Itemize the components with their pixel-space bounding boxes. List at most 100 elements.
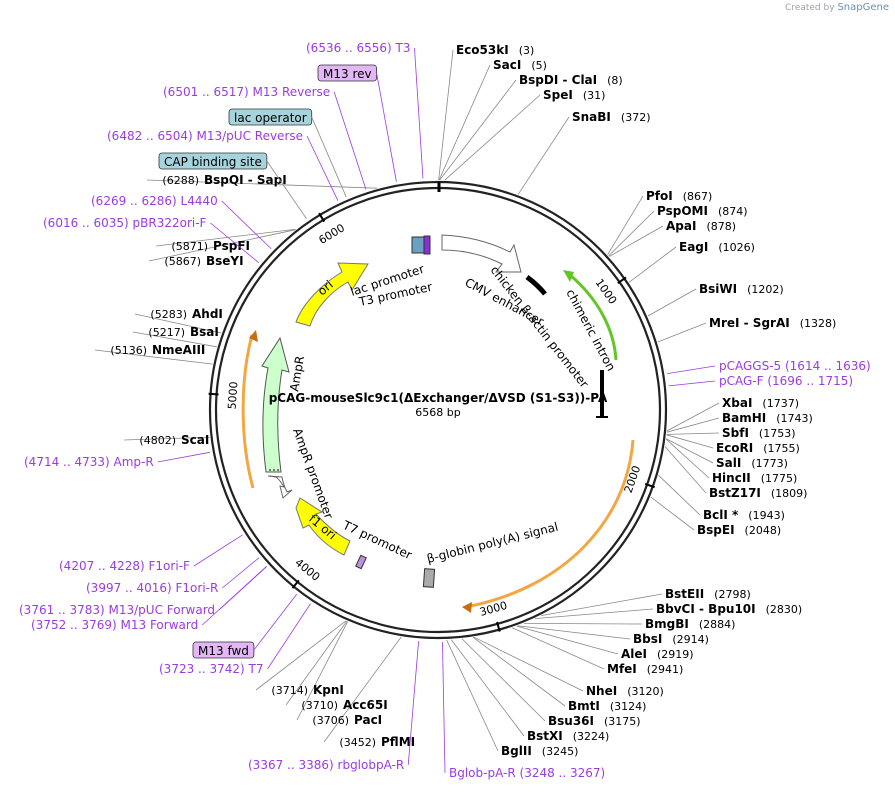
enzyme-position: (2048)	[745, 524, 782, 537]
enzyme-site: BspEI(2048)	[697, 523, 781, 537]
enzyme-position: (5871)	[171, 240, 208, 253]
enzyme-position: (1775)	[761, 472, 798, 485]
enzyme-name: AhdI	[192, 307, 223, 321]
enzyme-name: SacI	[493, 58, 521, 72]
bglobin-polya-mark	[422, 568, 436, 588]
primer-labels: (6536 .. 6556) T3 (6501 .. 6517) M13 Reve…	[19, 41, 871, 780]
enzyme-name: PfoI	[646, 189, 673, 203]
enzyme-site: BbsI (2914)	[633, 632, 709, 646]
enzyme-leader-14	[666, 434, 714, 449]
primer-leader	[201, 566, 267, 626]
tick-mark-4	[208, 392, 219, 396]
enzyme-position: (867)	[683, 190, 713, 203]
enzyme-leader-29	[450, 639, 525, 737]
enzyme-position: (3175)	[604, 715, 641, 728]
enzyme-site: MfeI(2941)	[607, 662, 683, 676]
snapgene-credit: Created by SnapGene	[785, 2, 889, 13]
enzyme-name: BspQI - SapI	[204, 173, 287, 187]
enzyme-site: BamHI(1743)	[722, 411, 813, 425]
feature-box-label: M13 fwd	[198, 644, 249, 658]
enzyme-name: MfeI	[607, 662, 637, 676]
orf-arc-left	[241, 334, 255, 489]
feature-box-primer: M13 rev	[317, 64, 397, 182]
enzyme-name: BstEII	[665, 587, 704, 601]
enzyme-position: (2919)	[657, 648, 694, 661]
feature-graphics	[241, 182, 635, 613]
enzyme-site: BbvCI - Bpu10I(2830)	[656, 602, 802, 616]
enzyme-site: BmgBI(2884)	[645, 617, 735, 631]
enzyme-position: (3)	[519, 44, 535, 57]
enzyme-site: AhdI(5283)	[150, 307, 222, 321]
enzyme-position: (1755)	[763, 442, 800, 455]
t3-promoter-mark	[423, 235, 431, 255]
enzyme-site: BglII(3245)	[501, 744, 578, 758]
enzyme-site: BmtI(3124)	[568, 699, 646, 713]
enzyme-position: (1202)	[747, 283, 784, 296]
enzyme-position: (1328)	[800, 317, 837, 330]
orf-arc-main	[465, 439, 635, 609]
chimeric-intron-arc	[569, 273, 618, 361]
enzyme-name: EcoRI	[716, 441, 753, 455]
orf-arc-left-head	[249, 330, 258, 342]
primer-leader	[267, 603, 311, 670]
enzyme-leader-22	[523, 622, 643, 625]
primer-label: (6536 .. 6556) T3	[306, 41, 410, 55]
tick-mark-1	[644, 482, 655, 489]
enzyme-name: KpnI	[313, 683, 344, 697]
primer-label: (4207 .. 4228) F1ori-F	[59, 559, 190, 573]
enzyme-site: PspOMI (874)	[657, 204, 748, 218]
enzyme-site: BspDI - ClaI(8)	[519, 73, 623, 87]
tick-label-3: 4000	[292, 556, 322, 584]
enzyme-position: (874)	[718, 205, 748, 218]
enzyme-leader-35	[123, 436, 210, 441]
plasmid-name: pCAG-mouseSlc9c1(ΔExchanger/ΔVSD (S1-S3)…	[269, 391, 608, 405]
enzyme-name: BstZ17I	[709, 486, 761, 500]
promoter-end-bar	[600, 370, 604, 416]
feature-box-feature: lac operator	[228, 108, 347, 198]
enzyme-position: (3706)	[312, 714, 349, 727]
enzyme-name: EagI	[679, 240, 708, 254]
feature-box-label: CAP binding site	[164, 155, 262, 169]
enzyme-leader-32	[296, 621, 349, 721]
enzyme-name: BmtI	[568, 699, 600, 713]
enzyme-site: AleI(2919)	[621, 647, 694, 661]
enzyme-site: PspFI(5871)	[171, 239, 250, 253]
plasmid-size: 6568 bp	[415, 406, 460, 419]
enzyme-name: BclI *	[703, 508, 739, 522]
enzyme-position: (2914)	[672, 633, 709, 646]
enzyme-site: BclI * (1943)	[703, 508, 785, 522]
enzyme-leader-25	[511, 627, 605, 670]
enzyme-position: (5)	[531, 59, 547, 72]
enzyme-site: SacI (5)	[493, 58, 547, 72]
enzyme-leader-28	[461, 638, 546, 722]
enzyme-position: (5867)	[164, 255, 201, 268]
enzyme-site: SalI(1773)	[716, 456, 788, 470]
tick-mark-3	[291, 579, 300, 589]
enzyme-site: KpnI(3714)	[271, 683, 343, 697]
enzyme-name: BbsI	[633, 632, 662, 646]
enzyme-position: (1737)	[762, 397, 799, 410]
enzyme-leader-31	[323, 636, 402, 743]
enzyme-name: PspOMI	[657, 204, 708, 218]
feature-box-leader	[266, 160, 307, 220]
enzyme-leader-38	[134, 313, 222, 334]
primer-label: (3752 .. 3769) M13 Forward	[31, 618, 198, 632]
enzyme-leader-10	[657, 322, 707, 343]
primer-leader	[407, 641, 420, 766]
enzyme-position: (1943)	[748, 509, 785, 522]
enzyme-name: BmgBI	[645, 617, 689, 631]
enzyme-leader-1	[438, 64, 491, 181]
primer-label: (6501 .. 6517) M13 Reverse	[163, 85, 330, 99]
feature-label-cba-promoter: chicken β-actin promoter	[488, 263, 592, 390]
primer-label: (3367 .. 3386) rbglobpA-R	[248, 758, 404, 772]
enzyme-name: HincII	[712, 471, 751, 485]
enzyme-position: (1026)	[718, 241, 755, 254]
enzyme-site: PflMI(3452)	[339, 735, 415, 749]
enzyme-leader-18	[658, 475, 701, 516]
enzyme-site: BseYI(5867)	[164, 254, 243, 268]
enzyme-site: PacI(3706)	[312, 713, 382, 727]
primer-leader	[210, 222, 260, 264]
enzyme-leader-5	[607, 195, 644, 255]
